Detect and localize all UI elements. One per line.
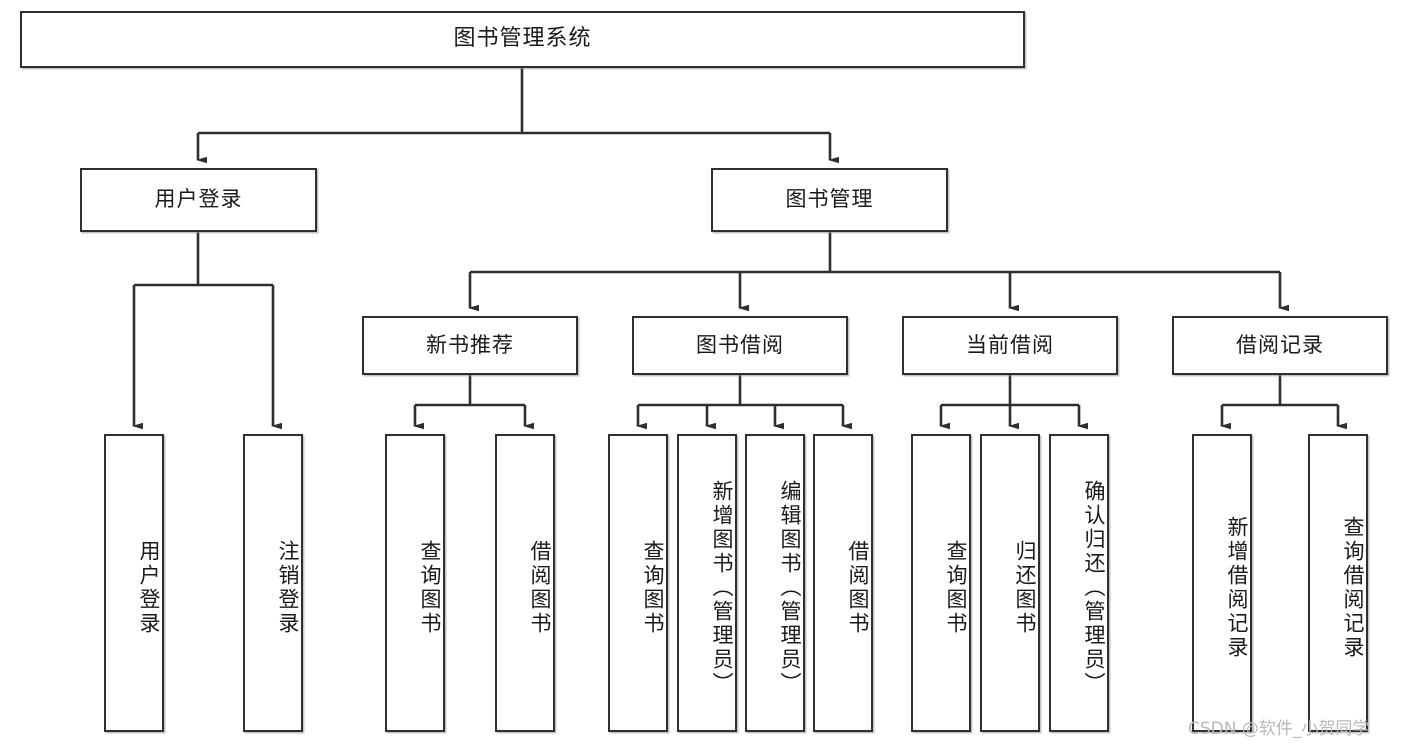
watermark-text: CSDN @软件_小贺同学	[1188, 719, 1370, 739]
leaf-current-query-book[interactable]: 查询图书	[911, 434, 971, 732]
leaf-record-query-record[interactable]: 查询借阅记录	[1308, 434, 1368, 732]
leaf-user-login-signin[interactable]: 用户登录	[104, 434, 164, 732]
leaf-borrow-edit-book-admin[interactable]: 编辑图书（管理员）	[745, 434, 805, 732]
leaf-borrow-add-book-admin[interactable]: 新增图书（管理员）	[677, 434, 737, 732]
node-book-borrow[interactable]: 图书借阅	[632, 316, 848, 375]
leaf-recommend-borrow-book[interactable]: 借阅图书	[495, 434, 555, 732]
node-current-borrow[interactable]: 当前借阅	[902, 316, 1118, 375]
leaf-borrow-borrow-book[interactable]: 借阅图书	[813, 434, 873, 732]
node-new-book-recommend[interactable]: 新书推荐	[362, 316, 578, 375]
leaf-current-return-book[interactable]: 归还图书	[980, 434, 1040, 732]
node-book-management[interactable]: 图书管理	[711, 168, 948, 232]
leaf-current-confirm-return-admin[interactable]: 确认归还（管理员）	[1049, 434, 1109, 732]
leaf-record-add-record[interactable]: 新增借阅记录	[1192, 434, 1252, 732]
node-root-system[interactable]: 图书管理系统	[20, 11, 1025, 68]
node-user-login[interactable]: 用户登录	[80, 168, 317, 232]
leaf-user-login-signout[interactable]: 注销登录	[243, 434, 303, 732]
leaf-borrow-query-book[interactable]: 查询图书	[608, 434, 668, 732]
leaf-recommend-query-book[interactable]: 查询图书	[385, 434, 445, 732]
node-borrow-record[interactable]: 借阅记录	[1172, 316, 1388, 375]
